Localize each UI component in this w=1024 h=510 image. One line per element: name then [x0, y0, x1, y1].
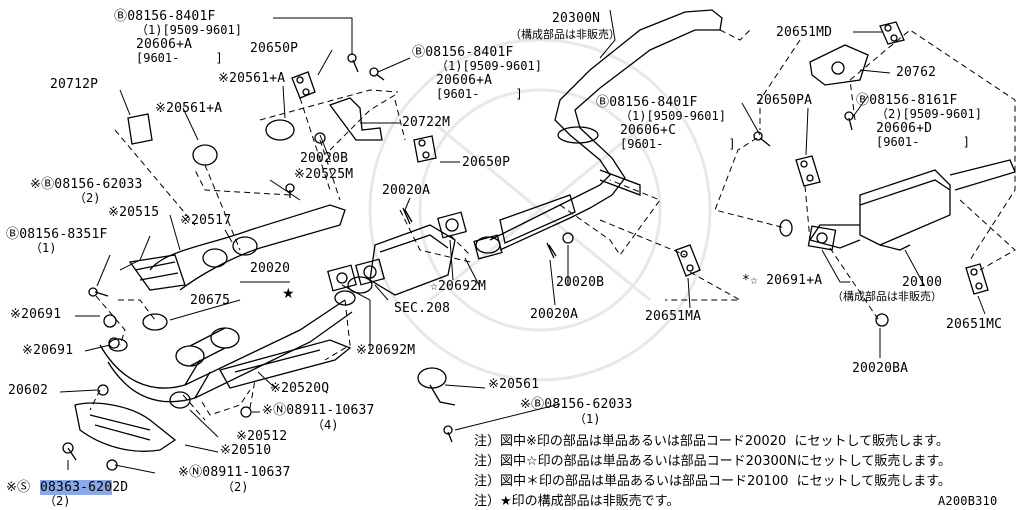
- label-20515[interactable]: ※20515: [108, 205, 160, 220]
- label-20712p[interactable]: 20712P: [50, 77, 99, 92]
- label-20762[interactable]: 20762: [896, 65, 937, 80]
- clamp-20561a-upper: [265, 119, 295, 141]
- label-08156-8351f[interactable]: Ⓑ08156-8351F: [6, 227, 108, 242]
- label-20517[interactable]: ※20517: [180, 213, 232, 228]
- label-20100[interactable]: 20100: [902, 275, 943, 290]
- muffler: [859, 169, 951, 246]
- label-20561a-left[interactable]: ※20561+A: [155, 101, 223, 116]
- label-20692m-lower[interactable]: ※20692M: [356, 343, 416, 358]
- label-20561a-upper[interactable]: ※20561+A: [218, 71, 286, 86]
- label-08156-62033-lower[interactable]: ※Ⓑ08156-62033: [520, 397, 633, 412]
- label-08363-prefix: ※Ⓢ: [6, 480, 31, 495]
- highlighted-part-number[interactable]: 08363-620: [40, 480, 113, 495]
- label-20020b-lower[interactable]: 20020B: [556, 275, 605, 290]
- label-20020a-lower[interactable]: 20020A: [530, 307, 579, 322]
- heat-shield-20510: [74, 402, 177, 452]
- label-20020b-upper[interactable]: 20020B: [300, 151, 349, 166]
- label-20675[interactable]: 20675: [190, 293, 231, 308]
- label-20020[interactable]: 20020: [250, 261, 291, 276]
- label-20691-lower[interactable]: ※20691: [22, 343, 74, 358]
- label-qty: （2): [222, 480, 249, 494]
- footnote-2: 注）図中☆印の部品は単品あるいは部品コード20300Nにセットして販売します。: [474, 454, 952, 469]
- label-20300n[interactable]: 20300N: [552, 11, 601, 26]
- catalytic-converter: [369, 224, 456, 296]
- footnote-1: 注）図中※印の部品は単品あるいは部品コード20020 にセットして販売します。: [474, 434, 949, 449]
- hanger-20651md: [879, 21, 905, 45]
- label-20650p-top[interactable]: 20650P: [250, 41, 299, 56]
- label-20691-upper[interactable]: ※20691: [10, 307, 62, 322]
- label-range: [9601- ]: [876, 135, 970, 149]
- label-20510[interactable]: ※20510: [220, 443, 272, 458]
- label-20100-note: （構成部品は非販売）: [832, 290, 942, 303]
- label-qty: （1): [30, 241, 57, 255]
- label-20651mc[interactable]: 20651MC: [946, 317, 1003, 332]
- bracket-20762: [809, 44, 869, 86]
- label-range: （2)[9509-9601]: [876, 107, 982, 121]
- clamp-20561a-left: [192, 144, 218, 166]
- label-08156-8401f-right[interactable]: Ⓑ08156-8401F: [596, 95, 698, 110]
- watermark-emblem: [368, 38, 712, 382]
- bolts: [62, 53, 854, 461]
- hanger-20650p-top: [291, 71, 316, 99]
- label-20020ba[interactable]: 20020BA: [852, 361, 909, 376]
- label-qty: （1): [574, 412, 601, 426]
- center-pipe: [489, 9, 723, 251]
- hanger-20651mc: [965, 263, 989, 295]
- label-20606d[interactable]: 20606+D: [876, 121, 933, 136]
- label-range: （1)[9509-9601]: [136, 23, 242, 37]
- footnote-3: 注）図中＊印の部品は単品あるいは部品コード20100 にセットして販売します。: [474, 474, 951, 489]
- label-20602[interactable]: 20602: [8, 383, 49, 398]
- front-pipe: [99, 299, 353, 403]
- bracket-20722m: [328, 97, 383, 141]
- label-08911-10637-upper[interactable]: ※Ⓝ08911-10637: [262, 403, 375, 418]
- label-20650pa[interactable]: 20650PA: [756, 93, 813, 108]
- label-qty: （4): [312, 418, 339, 432]
- label-20520q[interactable]: ※20520Q: [270, 381, 330, 396]
- star-marker: ★: [282, 286, 295, 302]
- label-20691a[interactable]: *☆ 20691+A: [742, 273, 823, 288]
- label-08911-10637-lower[interactable]: ※Ⓝ08911-10637: [178, 465, 291, 480]
- label-range: [9601- ]: [136, 51, 223, 65]
- label-20651ma[interactable]: 20651MA: [645, 309, 702, 324]
- label-08156-62033-left[interactable]: ※Ⓑ08156-62033: [30, 177, 143, 192]
- label-20606c[interactable]: 20606+C: [620, 123, 677, 138]
- diagram-id: A200B310: [938, 494, 998, 508]
- hanger-20650pa: [795, 155, 821, 187]
- label-range: （1)[9509-9601]: [436, 59, 542, 73]
- heat-shield-20520q: [219, 339, 352, 389]
- label-range: [9601- ]: [620, 137, 736, 151]
- label-20606a-mid[interactable]: 20606+A: [436, 73, 493, 88]
- label-20020a-upper[interactable]: 20020A: [382, 183, 431, 198]
- label-20512[interactable]: ※20512: [236, 429, 288, 444]
- clamp-20561: [417, 367, 447, 389]
- nuts-gaskets: [97, 132, 889, 471]
- label-qty: （2): [44, 494, 71, 508]
- label-20722m[interactable]: 20722M: [402, 115, 451, 130]
- clamp-20675: [142, 313, 168, 331]
- label-sec208[interactable]: SEC.208: [394, 301, 451, 316]
- label-qty: （2): [74, 191, 101, 205]
- bracket-20712p: [127, 113, 153, 145]
- label-range: [9601- ]: [436, 87, 523, 101]
- label-20692m-upper[interactable]: ☆20692M: [430, 279, 487, 294]
- footnote-4: 注）★印の構成部品は非販売です。: [474, 494, 680, 509]
- label-20651md[interactable]: 20651MD: [776, 25, 833, 40]
- label-20561[interactable]: ※20561: [488, 377, 540, 392]
- hanger-20651ma: [675, 244, 701, 277]
- label-20650p-mid[interactable]: 20650P: [462, 155, 511, 170]
- label-20300n-note: （構成部品は非販売）: [510, 28, 620, 41]
- label-20525m[interactable]: ※20525M: [294, 167, 354, 182]
- label-20606a-top[interactable]: 20606+A: [136, 37, 193, 52]
- label-08156-8161f[interactable]: Ⓑ08156-8161F: [856, 93, 958, 108]
- label-08363-6202d[interactable]: 08363-6202D: [40, 480, 129, 495]
- hanger-20650p-mid: [413, 135, 437, 163]
- label-range: （1)[9509-9601]: [620, 109, 726, 123]
- label-08156-8401f-mid[interactable]: Ⓑ08156-8401F: [412, 45, 514, 60]
- label-08156-8401f-top[interactable]: Ⓑ08156-8401F: [114, 9, 216, 24]
